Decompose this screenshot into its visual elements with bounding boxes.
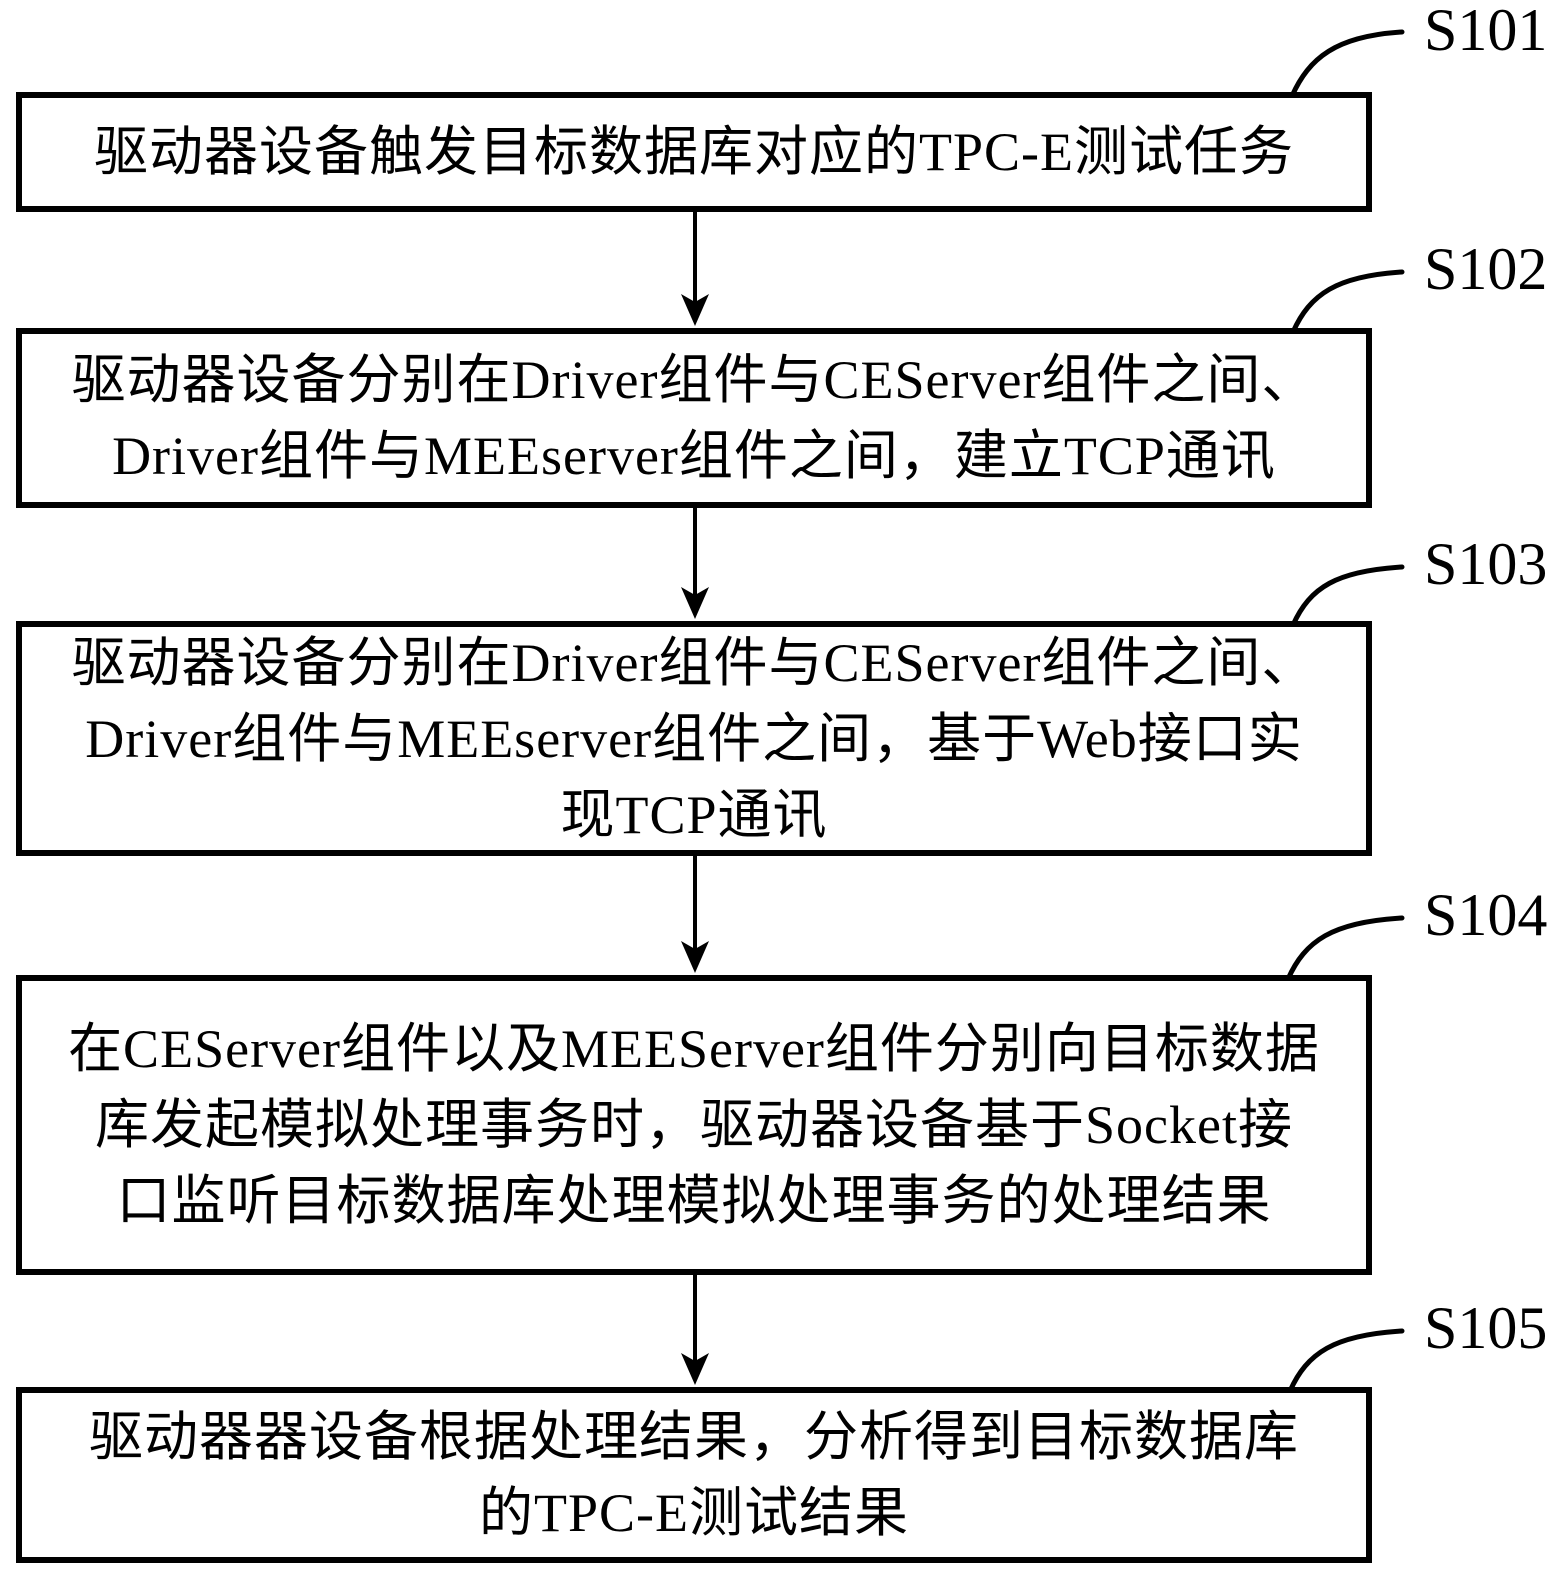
step-leader-curve-s104: [1285, 915, 1405, 982]
step-label-s102: S102: [1424, 236, 1548, 302]
step-box-s103: 驱动器设备分别在Driver组件与CEServer组件之间、 Driver组件与…: [16, 621, 1372, 856]
flow-arrow-3-4: [681, 856, 709, 973]
step-label-s105: S105: [1424, 1295, 1548, 1361]
flow-arrow-4-5: [681, 1275, 709, 1385]
step-text-line: 现TCP通讯: [560, 784, 828, 845]
step-label-s103: S103: [1424, 531, 1548, 597]
step-label-s101: S101: [1424, 0, 1548, 63]
flow-arrow-2-3: [681, 508, 709, 619]
arrow-head-icon: [681, 1353, 709, 1385]
arrow-head-icon: [681, 294, 709, 326]
step-text-line: 口监听目标数据库处理模拟处理事务的处理结果: [116, 1171, 1272, 1231]
step-leader-curve-s103: [1290, 564, 1405, 628]
step-box-s101: 驱动器设备触发目标数据库对应的TPC-E测试任务: [16, 92, 1372, 212]
step-text-line: 库发起模拟处理事务时，驱动器设备基于Socket接: [95, 1095, 1293, 1155]
step-text-line: 驱动器设备分别在Driver组件与CEServer组件之间、: [71, 350, 1317, 410]
step-leader-curve-s102: [1290, 269, 1405, 335]
step-box-s105: 驱动器器设备根据处理结果，分析得到目标数据库 的TPC-E测试结果: [16, 1387, 1372, 1563]
step-leader-curve-s101: [1289, 29, 1405, 99]
step-leader-curve-s105: [1287, 1328, 1405, 1394]
step-box-s104: 在CEServer组件以及MEEServer组件分别向目标数据 库发起模拟处理事…: [16, 975, 1372, 1275]
step-text-line: Driver组件与MEEserver组件之间，建立TCP通讯: [112, 426, 1276, 486]
arrow-head-icon: [681, 941, 709, 973]
step-text-line: 驱动器设备触发目标数据库对应的TPC-E测试任务: [93, 122, 1294, 182]
step-text-line: Driver组件与MEEserver组件之间，基于Web接口实: [85, 708, 1303, 769]
step-label-s104: S104: [1424, 882, 1548, 948]
step-box-s102: 驱动器设备分别在Driver组件与CEServer组件之间、 Driver组件与…: [16, 328, 1372, 508]
step-text-line: 在CEServer组件以及MEEServer组件分别向目标数据: [68, 1019, 1320, 1079]
flow-arrow-1-2: [681, 212, 709, 326]
step-text-line: 驱动器器设备根据处理结果，分析得到目标数据库: [89, 1407, 1299, 1467]
arrow-head-icon: [681, 587, 709, 619]
step-text-line: 的TPC-E测试结果: [478, 1483, 909, 1543]
step-text-line: 驱动器设备分别在Driver组件与CEServer组件之间、: [71, 632, 1317, 693]
